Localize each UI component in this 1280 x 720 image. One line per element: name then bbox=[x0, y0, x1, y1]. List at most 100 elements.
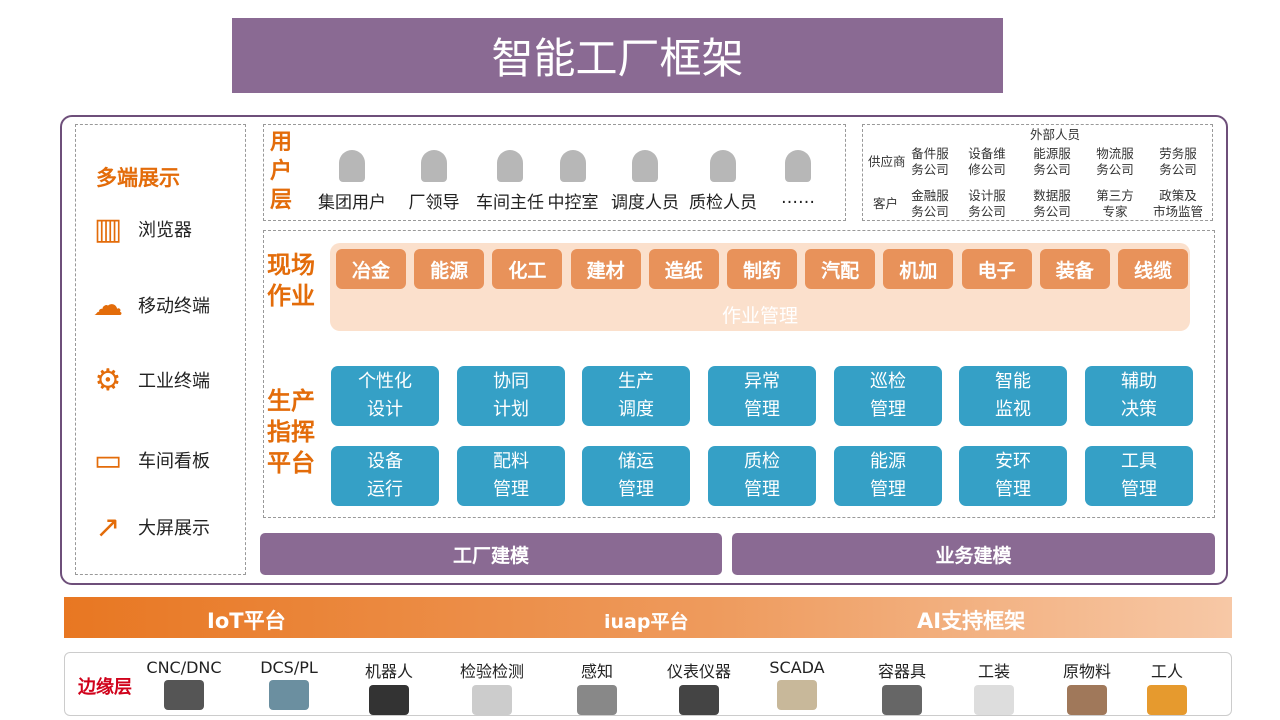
edge-device: 原物料 bbox=[1047, 658, 1127, 715]
industry-tile[interactable]: 冶金 bbox=[336, 249, 406, 289]
production-module[interactable]: 配料管理 bbox=[457, 446, 565, 506]
terminal-label: 浏览器 bbox=[138, 220, 192, 241]
terminal-label: 车间看板 bbox=[138, 451, 210, 472]
terminal-item[interactable]: ↗大屏展示 bbox=[88, 509, 210, 545]
industry-tile[interactable]: 线缆 bbox=[1118, 249, 1188, 289]
mobile-cloud-icon: ☁ bbox=[93, 287, 123, 323]
external-party-line: 务公司 bbox=[1159, 162, 1197, 177]
user-role-label: 质检人员 bbox=[689, 193, 757, 213]
person-icon bbox=[785, 150, 811, 182]
module-line: 生产 bbox=[618, 371, 654, 392]
edge-device-label: 仪表仪器 bbox=[666, 662, 731, 681]
module-line: 协同 bbox=[493, 371, 529, 392]
module-line: 质检 bbox=[744, 451, 780, 472]
user-role-label: 调度人员 bbox=[611, 193, 679, 213]
production-module[interactable]: 安环管理 bbox=[959, 446, 1067, 506]
terminal-item[interactable]: ⚙工业终端 bbox=[88, 362, 210, 398]
user-role: 集团用户 bbox=[307, 150, 397, 213]
module-line: 管理 bbox=[1121, 479, 1157, 500]
industry-tile[interactable]: 汽配 bbox=[805, 249, 876, 289]
external-party-line: 务公司 bbox=[1033, 162, 1071, 177]
industry-tile[interactable]: 装备 bbox=[1039, 249, 1110, 289]
multi-terminal-panel bbox=[75, 124, 246, 575]
production-module[interactable]: 工具管理 bbox=[1085, 446, 1193, 506]
edge-device: 工装 bbox=[954, 658, 1034, 715]
external-party-line: 政策及 bbox=[1159, 188, 1197, 203]
edge-device-label: SCADA bbox=[769, 658, 825, 677]
industry-tile[interactable]: 造纸 bbox=[648, 249, 719, 289]
edge-device-label: 工人 bbox=[1150, 662, 1183, 681]
iuap-platform-label: iuap平台 bbox=[604, 611, 689, 633]
production-module[interactable]: 辅助决策 bbox=[1085, 366, 1193, 426]
field-heading: 现场作业 bbox=[267, 250, 315, 312]
device-icon bbox=[577, 685, 617, 715]
edge-device-label: 检验检测 bbox=[459, 662, 524, 681]
industry-tile[interactable]: 机加 bbox=[883, 249, 954, 289]
production-heading-line: 生产 bbox=[267, 387, 315, 415]
industry-tile[interactable]: 能源 bbox=[414, 249, 485, 289]
production-module[interactable]: 生产调度 bbox=[582, 366, 690, 426]
industry-tile[interactable]: 化工 bbox=[492, 249, 563, 289]
industry-tile[interactable]: 电子 bbox=[961, 249, 1032, 289]
production-module[interactable]: 储运管理 bbox=[582, 446, 690, 506]
module-line: 管理 bbox=[744, 399, 780, 420]
module-line: 管理 bbox=[870, 479, 906, 500]
production-module[interactable]: 巡检管理 bbox=[834, 366, 942, 426]
user-role: 调度人员 bbox=[600, 150, 690, 213]
terminal-item[interactable]: ▥浏览器 bbox=[88, 212, 192, 247]
module-line: 管理 bbox=[744, 479, 780, 500]
external-party: 能源服务公司 bbox=[1017, 146, 1087, 178]
external-party-line: 务公司 bbox=[911, 162, 949, 177]
person-icon bbox=[497, 150, 523, 182]
terminal-item[interactable]: ☁ 移动终端 bbox=[88, 287, 210, 323]
production-module[interactable]: 协同计划 bbox=[457, 366, 565, 426]
user-role-label: 集团用户 bbox=[318, 193, 386, 213]
industry-tile[interactable]: 制药 bbox=[727, 249, 797, 289]
module-line: 储运 bbox=[618, 451, 654, 472]
module-line: 能源 bbox=[870, 451, 906, 472]
production-heading-line: 指挥 bbox=[267, 418, 315, 446]
user-role-label: 车间主任 bbox=[476, 193, 544, 213]
edge-device: 仪表仪器 bbox=[659, 658, 739, 715]
terminal-item[interactable]: ▭车间看板 bbox=[88, 443, 210, 478]
external-party-line: 金融服 bbox=[911, 188, 949, 203]
customer-label: 客户 bbox=[873, 196, 899, 211]
edge-device-label: 感知 bbox=[580, 662, 613, 681]
production-module[interactable]: 智能监视 bbox=[959, 366, 1067, 426]
production-module[interactable]: 设备运行 bbox=[331, 446, 439, 506]
user-role: 车间主任 bbox=[465, 150, 555, 213]
production-module[interactable]: 异常管理 bbox=[708, 366, 816, 426]
platform-bar bbox=[64, 597, 1232, 638]
external-party-line: 务公司 bbox=[968, 204, 1006, 219]
module-line: 管理 bbox=[870, 399, 906, 420]
user-role: 中控室 bbox=[528, 150, 618, 213]
external-party-line: 数据服 bbox=[1033, 188, 1071, 203]
external-party-line: 市场监管 bbox=[1152, 204, 1203, 219]
industry-tile[interactable]: 建材 bbox=[570, 249, 641, 289]
edge-layer-heading: 边缘层 bbox=[78, 677, 132, 698]
module-line: 个性化 bbox=[358, 371, 412, 392]
external-party: 设计服务公司 bbox=[952, 188, 1022, 220]
external-heading: 外部人员 bbox=[1030, 127, 1081, 142]
edge-device: 检验检测 bbox=[452, 658, 532, 715]
module-line: 监视 bbox=[995, 399, 1031, 420]
user-role: 质检人员 bbox=[678, 150, 768, 213]
module-line: 管理 bbox=[618, 479, 654, 500]
gear-icon: ⚙ bbox=[94, 362, 122, 398]
external-party-line: 劳务服 bbox=[1159, 146, 1197, 161]
external-party-line: 务公司 bbox=[1096, 162, 1134, 177]
edge-device-label: 工装 bbox=[977, 662, 1010, 681]
operations-panel bbox=[263, 230, 1215, 518]
chart-trend-icon: ↗ bbox=[95, 509, 121, 545]
external-panel bbox=[862, 124, 1213, 221]
terminal-label: 移动终端 bbox=[138, 296, 210, 317]
production-module[interactable]: 能源管理 bbox=[834, 446, 942, 506]
module-line: 安环 bbox=[995, 451, 1031, 472]
external-party-line: 设计服 bbox=[968, 188, 1006, 203]
module-line: 管理 bbox=[995, 479, 1031, 500]
ai-framework-label: AI支持框架 bbox=[917, 609, 1026, 633]
factory-modeling-bar: 工厂建模 bbox=[260, 533, 722, 575]
module-line: 辅助 bbox=[1121, 371, 1157, 392]
production-module[interactable]: 个性化设计 bbox=[331, 366, 439, 426]
production-module[interactable]: 质检管理 bbox=[708, 446, 816, 506]
